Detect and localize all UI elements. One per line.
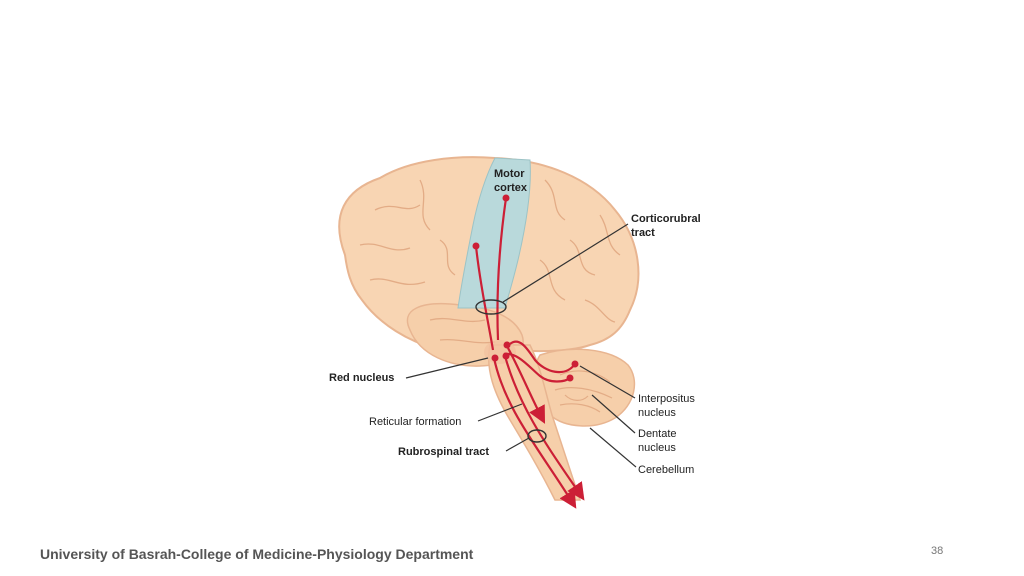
interpositus-to-red-2 bbox=[503, 352, 571, 383]
gyri-lines bbox=[359, 179, 621, 344]
tract-dot bbox=[566, 374, 574, 382]
label-reticular-formation: Reticular formation bbox=[369, 416, 461, 428]
motor-cortex-region bbox=[457, 157, 531, 309]
tracts bbox=[474, 197, 585, 509]
rubrospinal-marker bbox=[527, 429, 547, 443]
label-dentate-line1: Dentate bbox=[638, 428, 677, 440]
tract-dot bbox=[472, 242, 480, 250]
corticorubral-tract-1 bbox=[496, 197, 508, 341]
label-rubrospinal-tract: Rubrospinal tract bbox=[398, 446, 489, 458]
label-cerebellum: Cerebellum bbox=[638, 464, 694, 476]
page-number: 38 bbox=[931, 545, 944, 557]
leader-lines bbox=[405, 223, 637, 468]
label-corticorubral-line2: tract bbox=[631, 227, 655, 239]
rubrospinal-tract-2 bbox=[503, 355, 585, 501]
label-dentate-line2: nucleus bbox=[638, 442, 676, 454]
tract-dot bbox=[503, 341, 511, 349]
cerebellum-folia bbox=[554, 370, 613, 413]
tract-dot bbox=[502, 352, 510, 360]
tract-dots bbox=[472, 194, 579, 382]
label-motor-cortex-line2: cortex bbox=[494, 182, 528, 194]
label-corticorubral-line1: Corticorubral bbox=[631, 213, 701, 225]
label-motor-cortex-line1: Motor bbox=[494, 168, 525, 180]
footer-institution: University of Basrah-College of Medicine… bbox=[40, 546, 474, 562]
tract-dot bbox=[502, 194, 510, 202]
label-interpositus-line2: nucleus bbox=[638, 407, 676, 419]
interpositus-to-red-1 bbox=[509, 340, 576, 374]
tract-dot bbox=[491, 354, 499, 362]
label-red-nucleus: Red nucleus bbox=[329, 372, 394, 384]
tract-dot bbox=[571, 360, 579, 368]
rubrospinal-tract-1 bbox=[492, 357, 577, 509]
corticorubral-marker bbox=[475, 299, 507, 315]
label-interpositus-line1: Interpositus bbox=[638, 393, 695, 405]
